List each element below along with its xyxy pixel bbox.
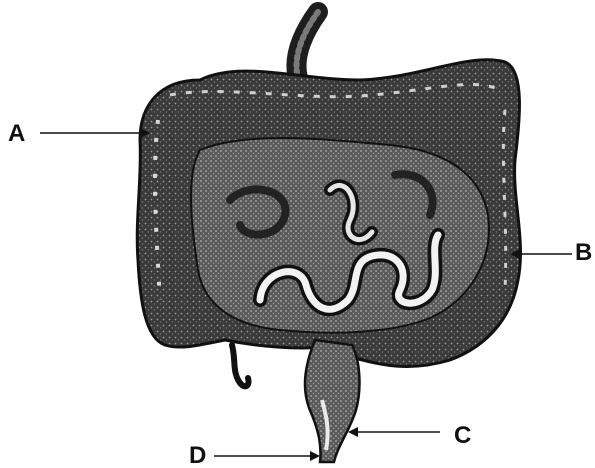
label-a: A	[8, 122, 25, 146]
pointer-a	[40, 128, 150, 138]
pointer-c	[348, 427, 440, 437]
label-b: B	[575, 241, 592, 265]
appendix	[232, 345, 249, 386]
pointer-b	[510, 249, 572, 259]
label-c: C	[454, 424, 471, 448]
pointer-d	[214, 451, 320, 461]
rectum	[305, 340, 360, 462]
label-d: D	[189, 444, 206, 468]
